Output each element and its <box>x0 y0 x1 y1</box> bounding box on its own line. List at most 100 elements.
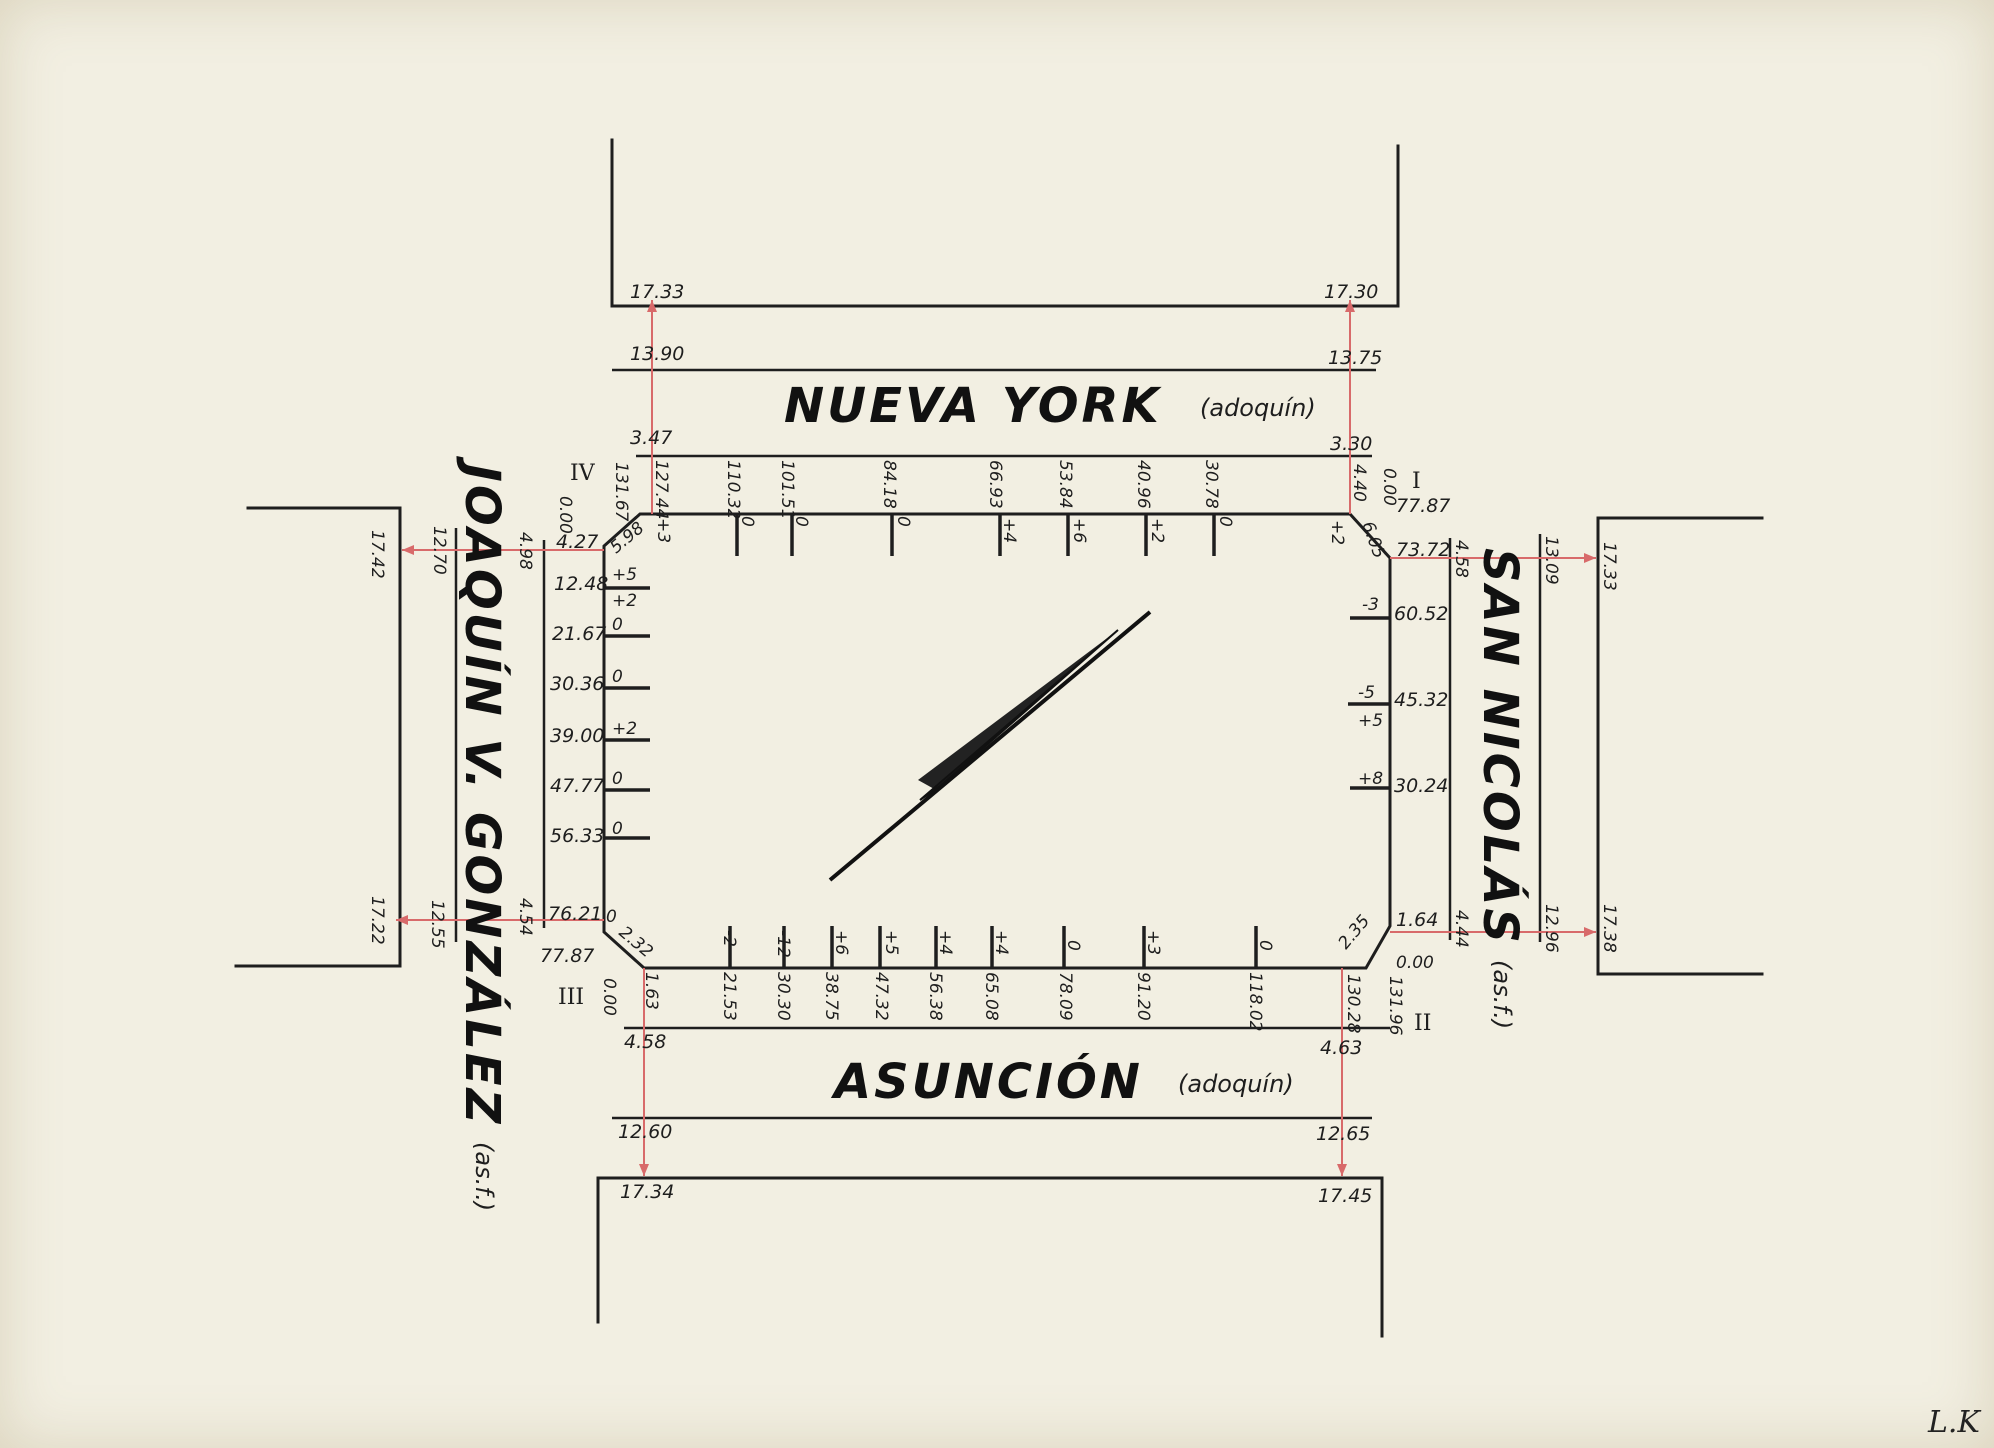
west-station-dist: 12.48 <box>554 573 608 595</box>
east-block-outline <box>1596 516 1764 976</box>
arrowhead <box>1584 553 1596 563</box>
south-station-dist: 21.53 <box>719 972 739 1021</box>
width-east-bottom-0: 17.38 <box>1599 904 1619 953</box>
west-station-dist: 30.36 <box>550 673 604 695</box>
width-west-bottom-1: 12.55 <box>427 900 447 949</box>
north-station-off: 0 <box>737 516 757 527</box>
west-station-off: 0 <box>612 819 623 839</box>
east-station-dist: 1.64 <box>1396 909 1438 931</box>
width-north-left-0: 17.33 <box>630 281 684 303</box>
width-east-top-1: 13.09 <box>1541 536 1561 585</box>
north-station-dist: 40.96 <box>1133 460 1153 509</box>
north-station-off: +6 <box>1069 518 1089 543</box>
street-east-name: SAN NICOLÁS <box>1472 548 1529 946</box>
width-south-right-1: 12.65 <box>1316 1123 1370 1145</box>
north-side-stations: 131.67 127.44 +3 110.32 0 101.51 0 84.18… <box>611 460 1369 545</box>
tick-marks <box>604 514 1390 968</box>
east-station-off: -3 <box>1362 595 1379 615</box>
east-station-dist: 60.52 <box>1394 603 1448 625</box>
corner-III-numeral: III <box>558 985 584 1010</box>
width-south-right-2: 17.45 <box>1318 1185 1372 1207</box>
width-west-bottom-0: 17.22 <box>367 896 387 945</box>
north-arrow-icon <box>828 610 1152 882</box>
arrowhead <box>647 300 657 312</box>
west-station-dist: 39.00 <box>550 725 604 747</box>
corner-II-numeral: II <box>1414 1011 1431 1036</box>
south-station-off: -2 <box>719 930 739 947</box>
arrowhead <box>639 1164 649 1176</box>
street-west-surface: (as.f.) <box>470 1142 498 1211</box>
south-station-dist: 118.02 <box>1245 972 1265 1031</box>
west-station-dist: 47.77 <box>550 775 604 797</box>
east-station-dist: 45.32 <box>1394 689 1448 711</box>
east-station-extra: +5 <box>1358 711 1383 731</box>
width-east-top-0: 17.33 <box>1599 542 1619 591</box>
street-north-name: NUEVA YORK <box>784 378 1163 434</box>
corner-III-zero: 0.00 <box>599 978 619 1016</box>
corner-I-radius: 77.87 <box>1396 495 1450 517</box>
signature: L.K <box>1927 1405 1981 1440</box>
north-station-off: 0 <box>893 516 913 527</box>
width-north-right-0: 17.30 <box>1324 281 1378 303</box>
arrowhead <box>1337 1164 1347 1176</box>
north-station-off: +4 <box>999 518 1019 543</box>
west-side-stations: 4.27 12.48 +5 +2 21.67 0 30.36 0 39.00 +… <box>548 531 637 927</box>
corner-I-chamfer: 6.05 <box>1357 519 1389 561</box>
street-names: NUEVA YORK (adoquín) ASUNCIÓN (adoquín) … <box>454 378 1529 1211</box>
width-south-left-1: 4.58 <box>624 1031 666 1053</box>
west-station-extra: +2 <box>612 591 637 611</box>
west-station-off: 0 <box>612 615 623 635</box>
city-block-outline <box>602 512 1392 970</box>
north-station-dist: 110.32 <box>723 460 743 519</box>
dimension-lines <box>396 300 1596 1176</box>
west-station-off: +5 <box>612 565 637 585</box>
west-station-dist: 21.67 <box>552 623 606 645</box>
north-station-dist: 53.84 <box>1055 460 1075 509</box>
width-north-left-1: 13.90 <box>630 343 684 365</box>
arrowhead <box>396 915 408 925</box>
corner-III-chamfer: 2.32 <box>615 923 657 963</box>
width-east-bottom-1: 12.96 <box>1541 904 1561 953</box>
corner-labels: I 77.87 0.00 6.05 II 2.35 III 77.87 0.00… <box>540 461 1450 1036</box>
south-station-dist: 78.09 <box>1055 972 1075 1021</box>
corner-IV-numeral: IV <box>570 461 596 486</box>
width-west-top-2: 4.98 <box>515 532 535 570</box>
west-station-off: 0 <box>612 769 623 789</box>
street-west-name: JOAQUÍN V. GONZÁLEZ <box>454 456 511 1126</box>
south-station-off: -12 <box>773 930 793 958</box>
curb-lines <box>454 368 1542 1120</box>
south-block-outline <box>596 1176 1384 1338</box>
north-station-dist: 30.78 <box>1201 460 1221 509</box>
west-station-dist: 76.21 <box>548 903 602 925</box>
west-station-off: 0 <box>606 907 617 927</box>
east-station-off: +8 <box>1358 769 1383 789</box>
width-east-top-2: 4.58 <box>1451 540 1471 578</box>
south-station-off: 0 <box>1255 940 1275 951</box>
arrowhead <box>1584 927 1596 937</box>
street-north-surface: (adoquín) <box>1200 394 1316 422</box>
east-station-dist: 73.72 <box>1396 539 1450 561</box>
south-station-off: +4 <box>991 930 1011 955</box>
width-south-right-0: 4.63 <box>1320 1037 1362 1059</box>
north-station-dist: 101.51 <box>777 460 797 519</box>
south-station-dist: 91.20 <box>1133 972 1153 1021</box>
south-station-dist: 30.30 <box>773 972 793 1021</box>
west-station-dist: 4.27 <box>556 531 598 553</box>
corner-I-numeral: I <box>1412 469 1421 494</box>
width-labels: 17.33 13.90 3.47 17.30 13.75 3.30 1.63 4… <box>367 281 1619 1207</box>
west-station-off: +2 <box>612 719 637 739</box>
north-station-off: +2 <box>1147 518 1167 543</box>
north-station-off: 0 <box>1215 516 1235 527</box>
south-station-off: +4 <box>935 930 955 955</box>
south-station-off: 0 <box>1063 940 1083 951</box>
corner-I-zero: 0.00 <box>1379 468 1399 506</box>
north-station-off: 0 <box>791 516 811 527</box>
north-right-val-0: 4.40 <box>1349 464 1369 502</box>
width-north-right-2: 3.30 <box>1330 433 1372 455</box>
north-station-dist: 84.18 <box>879 460 899 509</box>
south-station-dist: 47.32 <box>871 972 891 1021</box>
north-corner-val-0: 131.67 <box>611 462 631 522</box>
arrowhead <box>402 545 414 555</box>
